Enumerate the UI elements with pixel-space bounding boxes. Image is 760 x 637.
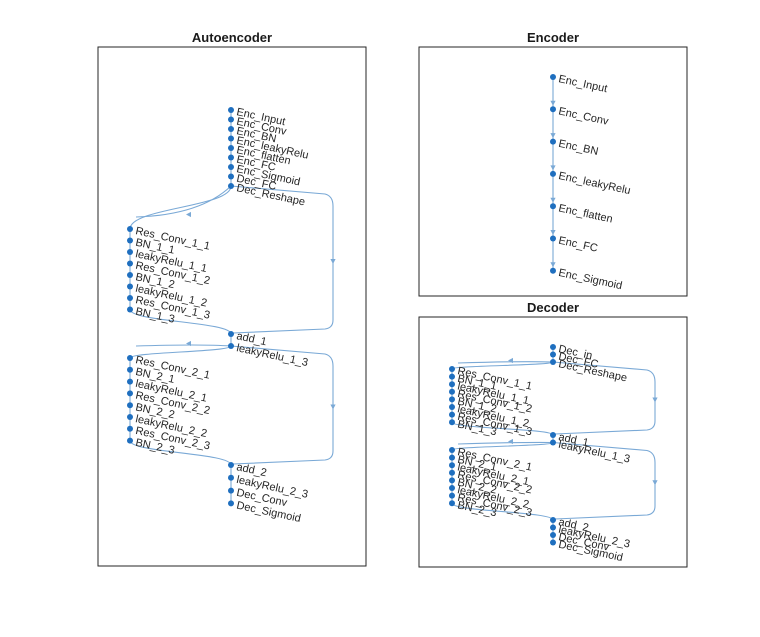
node-dot (550, 138, 556, 145)
node-dot (228, 462, 234, 468)
node-dot (550, 359, 556, 365)
node-dot (550, 439, 556, 446)
node-dot (449, 404, 455, 410)
nodes: Enc_InputEnc_ConvEnc_BNEnc_leakyReluEnc_… (127, 106, 310, 525)
node-dot (228, 331, 234, 337)
node-dot (550, 524, 556, 531)
arrow-head (550, 100, 556, 106)
skip-edge (457, 441, 554, 445)
node-dot (127, 295, 133, 301)
node-dot (127, 260, 133, 267)
node-dot (127, 226, 133, 232)
node-dot (127, 237, 133, 244)
arrow-head (550, 165, 556, 171)
node-dot (449, 447, 455, 453)
node-dot (127, 306, 133, 313)
node-dot (449, 462, 455, 469)
node-dot (228, 107, 234, 113)
arrow-head (550, 197, 556, 203)
arrow-head (330, 259, 336, 264)
node-dot (449, 419, 455, 426)
node-dot (550, 432, 556, 438)
arrow-head (508, 438, 513, 445)
node-dot (550, 170, 556, 177)
node-dot (228, 500, 234, 507)
node-dot (449, 388, 455, 395)
node-dot (550, 344, 556, 350)
node-dot (228, 164, 234, 170)
edge (451, 441, 554, 451)
node-dot (550, 106, 556, 113)
node-dot (127, 378, 133, 385)
edge (451, 502, 554, 521)
node-dot (449, 492, 455, 499)
node-dot (449, 454, 455, 461)
node-dot (228, 154, 234, 161)
node-dot (127, 414, 133, 420)
skip-edge (135, 344, 232, 347)
edge (451, 421, 554, 436)
node-dot (550, 235, 556, 242)
node-dot (228, 173, 234, 180)
node-dot (127, 283, 133, 290)
node-dot (228, 474, 234, 481)
edge (129, 309, 232, 335)
node-dot (449, 366, 455, 372)
node-dot (449, 477, 455, 484)
panel-title: Autoencoder (192, 30, 272, 45)
arrow-head (652, 480, 658, 486)
node-dot (550, 351, 556, 358)
node-dot (449, 381, 455, 388)
node-dot (449, 373, 455, 380)
node-dot (449, 500, 455, 507)
node-dot (550, 267, 556, 274)
arrow-head (550, 133, 556, 139)
panel-title: Encoder (527, 30, 579, 45)
node-dot (228, 183, 234, 189)
node-dot (228, 126, 234, 132)
node-dot (127, 366, 133, 373)
arrow-head (550, 262, 556, 268)
node-dot (127, 355, 133, 361)
arrow-head (330, 404, 336, 410)
arrow-head (652, 397, 658, 403)
node-dot (449, 485, 455, 491)
node-dot (127, 390, 133, 397)
arrow-head (186, 211, 191, 218)
panel-encoder: EncoderEnc_InputEnc_ConvEnc_BNEnc_leakyR… (418, 30, 688, 297)
arrow-head (508, 357, 513, 364)
panel-decoder: DecoderDec_inDec_FCDec_ReshapeRes_Conv_1… (418, 300, 688, 568)
node-dot (228, 343, 234, 349)
panel-title: Decoder (527, 300, 579, 315)
edge (129, 440, 232, 466)
arrow-head (186, 340, 191, 347)
node-dot (228, 116, 234, 123)
node-dot (550, 203, 556, 210)
node-dot (228, 145, 234, 151)
node-dot (550, 517, 556, 523)
node-dot (550, 539, 556, 546)
node-dot (550, 74, 556, 80)
panel-autoencoder: AutoencoderEnc_InputEnc_ConvEnc_BNEnc_le… (97, 30, 367, 567)
node-dot (228, 135, 234, 142)
node-dot (550, 532, 556, 538)
edge (451, 361, 554, 370)
arrow-head (550, 230, 556, 235)
edge (129, 185, 232, 230)
node-dot (127, 437, 133, 444)
node-dot (449, 469, 455, 476)
node-dot (127, 402, 133, 409)
node-dot (449, 411, 455, 418)
node-dot (127, 249, 133, 255)
edge (129, 345, 232, 359)
skip-edge (457, 361, 554, 364)
node-dot (449, 396, 455, 403)
node-dot (127, 272, 133, 278)
node-dot (127, 425, 133, 432)
skip-edge (135, 185, 232, 218)
node-dot (228, 487, 234, 494)
